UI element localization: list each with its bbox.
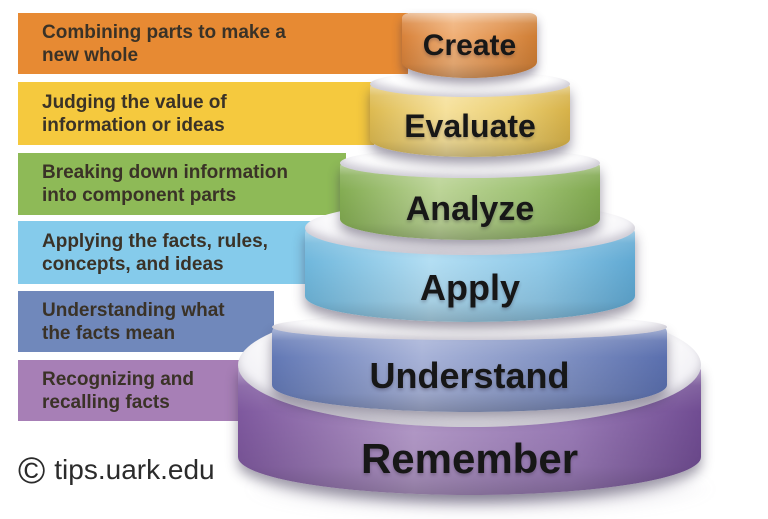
tier-face xyxy=(402,13,537,78)
description-bar-evaluate: Judging the value of information or idea… xyxy=(18,82,374,145)
tier-label-apply: Apply xyxy=(419,267,520,308)
source-credit: © tips.uark.edu xyxy=(18,448,215,492)
description-line: concepts, and ideas xyxy=(42,253,224,275)
tier-apply: Apply xyxy=(305,201,635,322)
tier-label-understand: Understand xyxy=(369,355,570,396)
tier-label-evaluate: Evaluate xyxy=(404,108,536,144)
tier-evaluate: Evaluate xyxy=(370,71,570,157)
tier-understand: Understand xyxy=(272,314,667,412)
description-line: Combining parts to make a xyxy=(42,21,286,43)
description-line: Breaking down information xyxy=(42,162,288,183)
description-bar-understand: Understanding what the facts mean xyxy=(18,291,274,352)
description-line: recalling facts xyxy=(42,391,170,413)
description-bar-apply: Applying the facts, rules, concepts, and… xyxy=(18,221,311,284)
description-line: into component parts xyxy=(42,185,237,206)
tier-label-remember: Remember xyxy=(360,435,579,482)
description-bar-analyze: Breaking down information into component… xyxy=(18,153,346,215)
description-bar-remember: Recognizing and recalling facts xyxy=(18,360,242,421)
description-line: Recognizing and xyxy=(42,368,194,390)
tier-label-analyze: Analyze xyxy=(405,190,535,228)
tier-face xyxy=(272,327,667,412)
description-line: Judging the value of xyxy=(42,91,227,113)
tier-create: Create xyxy=(402,13,537,78)
description-line: new whole xyxy=(42,44,139,66)
description-line: Applying the facts, rules, xyxy=(42,230,268,252)
description-line: the facts mean xyxy=(42,322,176,344)
description-bar-create: Combining parts to make a new whole xyxy=(18,13,408,74)
source-url-text: tips.uark.edu xyxy=(54,454,215,485)
description-line: information or ideas xyxy=(42,114,225,136)
copyright-icon: © xyxy=(18,449,46,491)
tier-analyze: Analyze xyxy=(340,148,600,240)
description-line: Understanding what xyxy=(42,299,225,321)
tier-label-create: Create xyxy=(422,29,517,62)
